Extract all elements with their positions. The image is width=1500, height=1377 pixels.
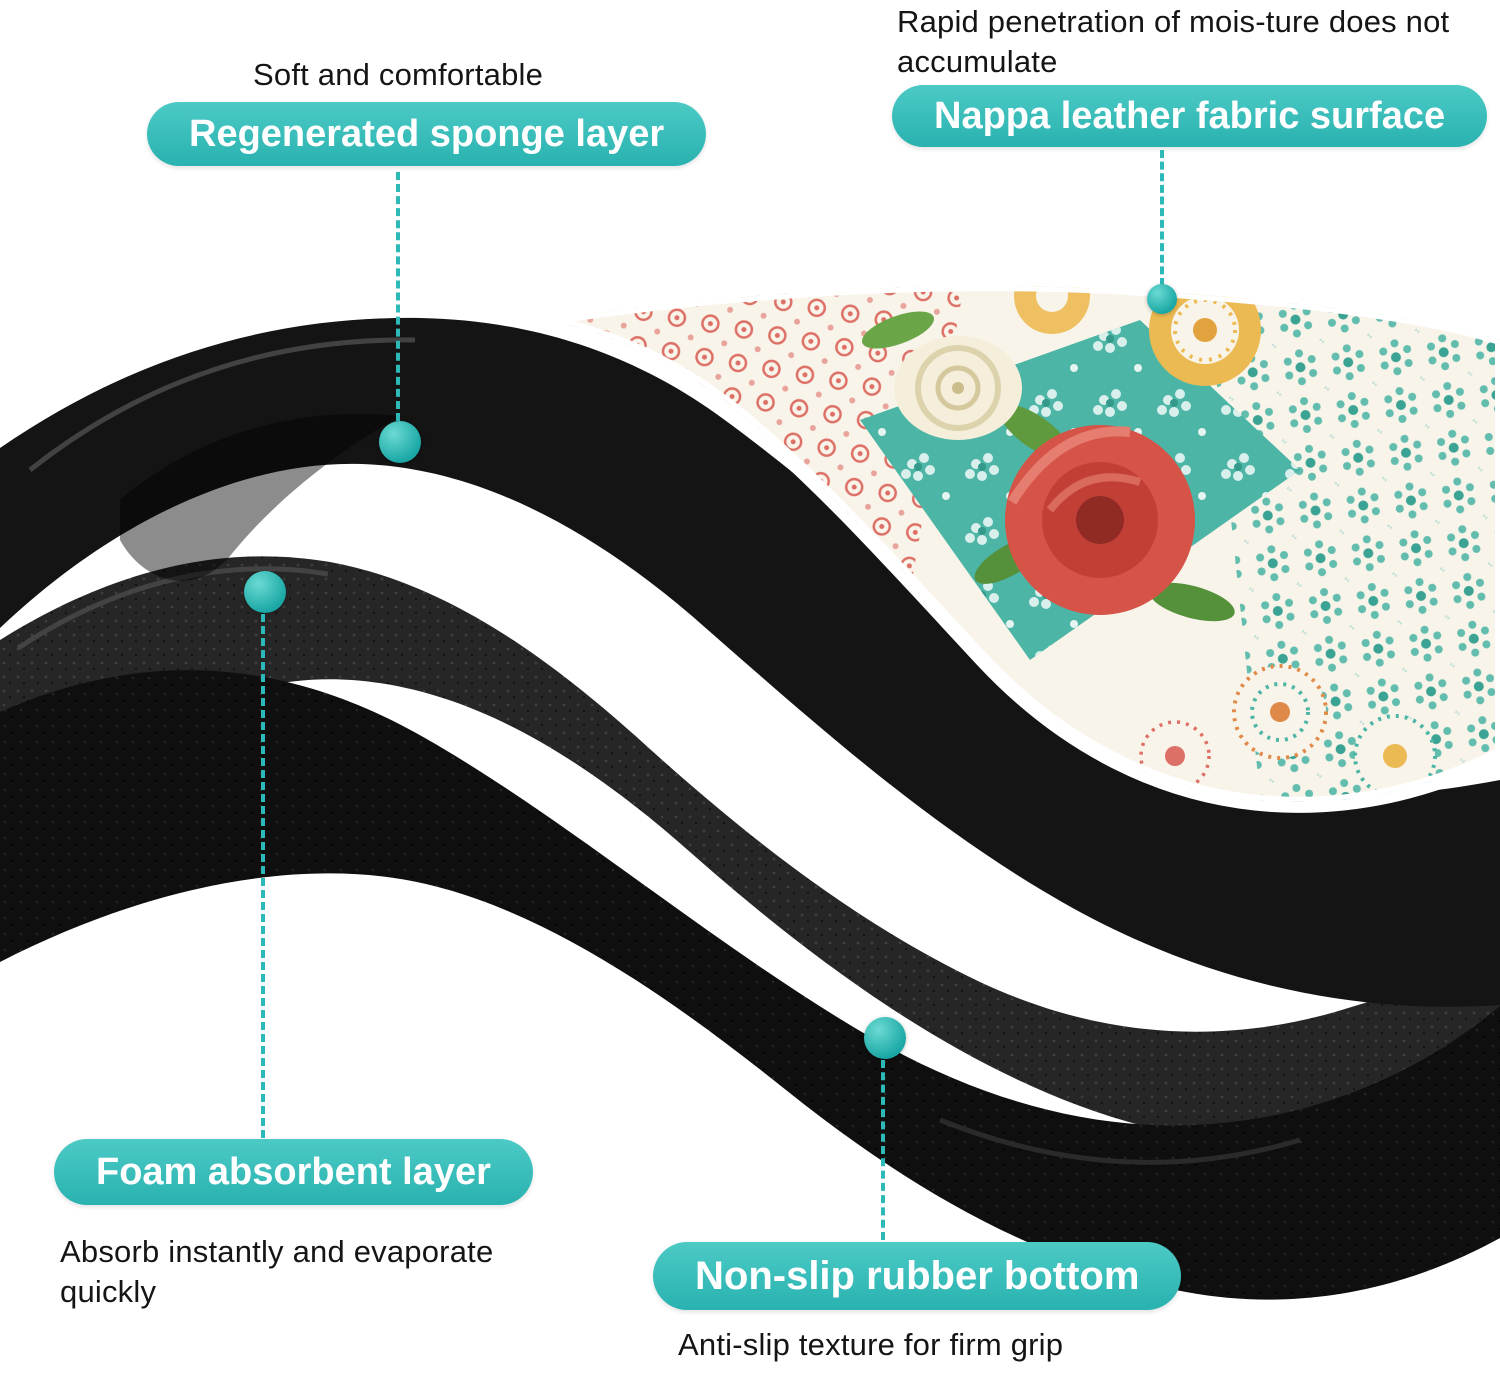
foam-callout-line: [261, 614, 265, 1138]
fabric-white-edge: [541, 317, 1500, 813]
nappa-label-text: Nappa leather fabric surface: [934, 94, 1446, 137]
rubber-label-pill: Non-slip rubber bottom: [653, 1242, 1182, 1310]
sponge-label-text: Regenerated sponge layer: [189, 112, 665, 155]
foam-absorbent-layer-shape: [0, 556, 1500, 1146]
rubber-note: Anti-slip texture for firm grip: [678, 1327, 1064, 1362]
nappa-callout-dot: [1147, 284, 1177, 314]
rubber-bottom-layer-shape: [0, 670, 1500, 1300]
sponge-layer-shape: [0, 317, 1500, 1007]
foam-note: Absorb instantly and evaporate quickly: [60, 1234, 494, 1309]
foam-label-pill: Foam absorbent layer: [54, 1139, 533, 1205]
foam-callout-dot: [244, 571, 286, 613]
rubber-label-text: Non-slip rubber bottom: [695, 1253, 1140, 1298]
rubber-callout-line: [881, 1060, 885, 1240]
foam-label-text: Foam absorbent layer: [96, 1150, 491, 1193]
nappa-callout-line: [1160, 150, 1164, 286]
nappa-note: Rapid penetration of mois-ture does not …: [897, 4, 1450, 79]
rubber-callout-dot: [864, 1017, 906, 1059]
nappa-label-pill: Nappa leather fabric surface: [892, 85, 1488, 147]
sponge-note: Soft and comfortable: [253, 57, 544, 92]
sponge-callout-line: [396, 172, 400, 421]
sponge-callout-dot: [379, 421, 421, 463]
sponge-label-pill: Regenerated sponge layer: [147, 102, 707, 166]
